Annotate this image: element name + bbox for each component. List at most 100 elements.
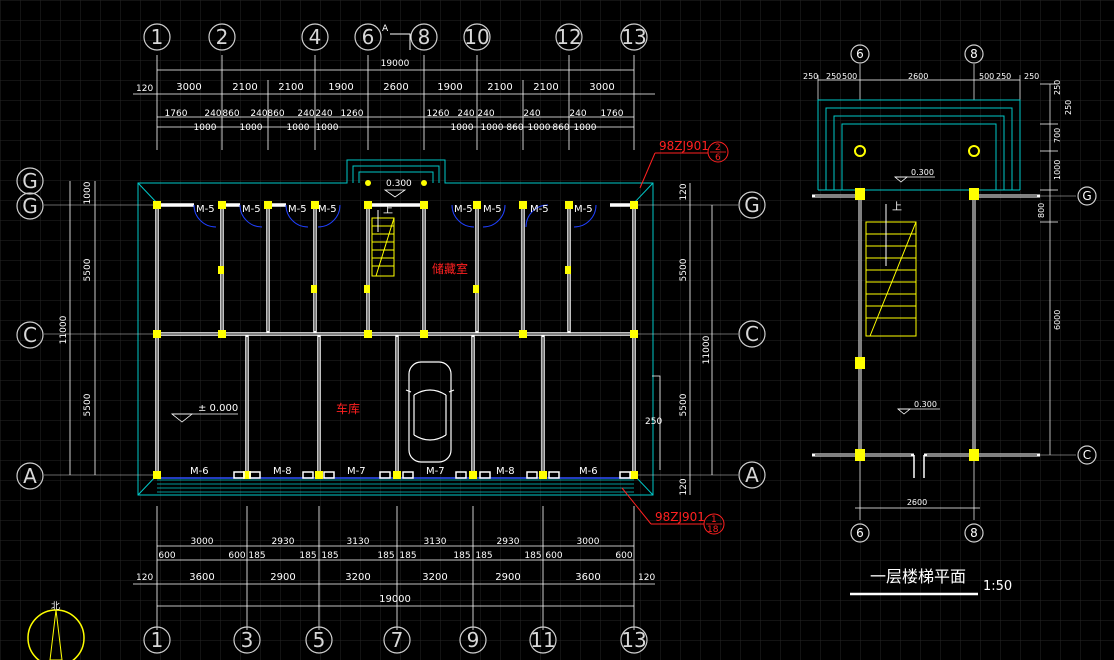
stair-top-dims xyxy=(817,64,1021,100)
top-seg-3: 2100 xyxy=(278,82,303,93)
floor-elevation-mark xyxy=(170,413,238,423)
axis-bubble-10-top xyxy=(463,23,491,51)
axis-label-top-13: 13 xyxy=(621,25,646,49)
top-segment-dims: 3000 2100 2100 1900 2600 1900 2100 2100 … xyxy=(176,82,614,93)
stair-right-dim-4: 1000 xyxy=(1053,160,1062,180)
stair-right-dim-6: 6000 xyxy=(1053,310,1062,330)
bottom-seg-3: 3200 xyxy=(345,572,370,583)
right-dim-120-bottom: 120 xyxy=(679,478,689,495)
columns xyxy=(153,201,638,479)
left-dim-5500-lower: 5500 xyxy=(83,393,93,416)
left-dimension-lines xyxy=(69,181,96,475)
stair-axis-right-c: C xyxy=(1083,448,1091,462)
stair-wall-inner xyxy=(815,193,1037,456)
stair-top-dim-2: 250 xyxy=(826,72,841,81)
door-m8-right: M-8 xyxy=(496,466,515,477)
top-door-swings xyxy=(193,204,597,228)
room-storage-label: 储藏室 xyxy=(432,261,468,276)
door-m7-right: M-7 xyxy=(426,466,445,477)
right-dim-5500-lower: 5500 xyxy=(679,393,689,416)
stair-bottom-dim-2600: 2600 xyxy=(907,498,927,507)
bottom-seg-1: 3600 xyxy=(189,572,214,583)
axis-label-top-4: 4 xyxy=(309,25,322,49)
entrance-elevation-mark xyxy=(383,189,407,198)
pier-7: 185 xyxy=(399,551,416,561)
axis-label-bottom-1: 1 xyxy=(151,628,164,652)
top-door-w-6: 1000 xyxy=(481,123,504,133)
room-garage-label: 车库 xyxy=(336,401,360,416)
stair-plan-title: 一层楼梯平面 xyxy=(870,567,966,586)
stair-right-dim-5: 800 xyxy=(1037,203,1046,218)
left-total-depth: 11000 xyxy=(59,315,69,344)
top-detail-4: 240 xyxy=(250,109,267,119)
building-outline xyxy=(137,159,654,496)
top-door-w-3: 1000 xyxy=(287,123,310,133)
overall-bottom-dim: 19000 xyxy=(379,594,411,605)
top-detail-9: 1260 xyxy=(427,109,450,119)
stair-elev-mark-mid xyxy=(896,408,940,415)
stair-top-dim-7: 250 xyxy=(1024,72,1039,81)
top-detail-1: 1760 xyxy=(165,109,188,119)
top-detail-2: 240 xyxy=(204,109,221,119)
top-detail-12: 240 xyxy=(523,109,540,119)
axis-label-left-g2: G xyxy=(22,194,38,218)
stair-bottom-axis-bubbles xyxy=(850,523,984,543)
stair-columns xyxy=(855,188,979,461)
stair-detail-plan: 6 8 250 250 500 2600 500 250 250 xyxy=(803,44,1097,596)
door-m5-7: M-5 xyxy=(530,204,549,215)
main-stair-up-label: 上 xyxy=(383,204,393,216)
right-axis-bubbles xyxy=(738,191,766,489)
right-dim-120-top: 120 xyxy=(679,183,689,200)
stair-canopy-columns xyxy=(854,145,980,157)
ref-bottom-den: 18 xyxy=(707,525,719,535)
top-seg-8: 2100 xyxy=(533,82,558,93)
main-floor-plan: 1 2 4 6 8 10 12 13 A xyxy=(16,23,766,660)
stair-detail-up-label: 上 xyxy=(892,201,902,213)
pier-8: 185 xyxy=(453,551,470,561)
top-detail-3: 860 xyxy=(222,109,239,119)
door-m5-8: M-5 xyxy=(574,204,593,215)
axis-label-bottom-13: 13 xyxy=(621,628,646,652)
ref-top-leader xyxy=(639,152,656,189)
stair-top-dim-1: 250 xyxy=(803,72,818,81)
stair-axis-top-6: 6 xyxy=(856,47,864,61)
axis-label-right-a: A xyxy=(745,463,759,487)
pier-4: 185 xyxy=(299,551,316,561)
top-door-w-8: 1000 xyxy=(528,123,551,133)
axis-label-bottom-5: 5 xyxy=(313,628,326,652)
stair-bottom-dim xyxy=(855,461,980,520)
right-total-depth: 11000 xyxy=(702,335,712,364)
pier-11: 600 xyxy=(545,551,562,561)
axis-label-top-12: 12 xyxy=(556,25,581,49)
top-dimension-lines xyxy=(133,55,655,150)
pier-6: 185 xyxy=(377,551,394,561)
top-detail-11: 240 xyxy=(477,109,494,119)
pier-2: 600 xyxy=(228,551,245,561)
top-detail-dims: 1760 240 860 240 860 240 240 1260 1260 2… xyxy=(165,109,624,119)
door-m5-1: M-5 xyxy=(196,204,215,215)
axis-label-top-2: 2 xyxy=(216,25,229,49)
entrance-elevation: 0.300 xyxy=(386,179,412,189)
ref-top-num: 2 xyxy=(715,143,721,153)
top-seg-2: 2100 xyxy=(232,82,257,93)
bottom-offset-left: 120 xyxy=(136,573,153,583)
stair-top-dim-6: 250 xyxy=(996,72,1011,81)
bottom-axis-bubbles xyxy=(143,626,648,654)
stair-top-dim-5: 500 xyxy=(979,72,994,81)
ref-top-bubble xyxy=(707,141,729,163)
top-door-width-dims: 1000 1000 1000 1000 1000 1000 860 1000 8… xyxy=(194,123,597,133)
right-dim-5500-upper: 5500 xyxy=(679,258,689,281)
axis-lines xyxy=(44,204,738,476)
pier-3: 185 xyxy=(248,551,265,561)
top-seg-4: 1900 xyxy=(328,82,353,93)
stair-canopy xyxy=(817,99,1021,191)
bottom-door-w-2: 2930 xyxy=(272,537,295,547)
top-detail-5: 860 xyxy=(267,109,284,119)
top-detail-13: 240 xyxy=(569,109,586,119)
stair-right-dim-1: 250 xyxy=(1053,80,1062,95)
stair-axis-right-g: G xyxy=(1082,189,1091,203)
section-mark xyxy=(390,33,411,50)
door-m5-6: M-5 xyxy=(483,204,502,215)
bottom-seg-2: 2900 xyxy=(270,572,295,583)
top-door-w-9: 860 xyxy=(552,123,569,133)
